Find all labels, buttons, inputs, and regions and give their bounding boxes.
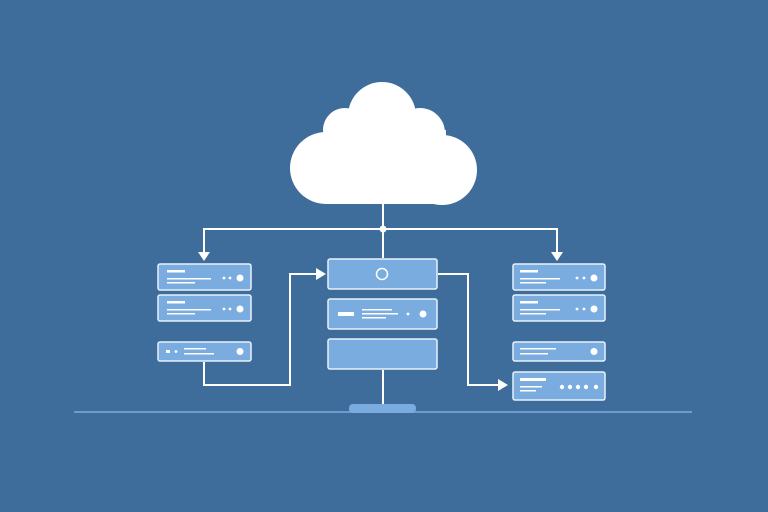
server-unit	[327, 258, 438, 290]
server-unit	[512, 371, 606, 401]
rack-stand	[349, 404, 416, 413]
arrow-head-icon	[316, 268, 326, 280]
power-button-icon	[375, 267, 389, 281]
connector-cloud-left	[203, 228, 383, 254]
connector-cloud-right	[383, 228, 558, 254]
arrow-head-icon	[498, 379, 508, 391]
server-rack-left	[157, 263, 252, 362]
junction-dot	[379, 225, 387, 233]
status-led	[590, 348, 598, 355]
arrow-head-icon	[198, 252, 210, 261]
status-led	[419, 310, 427, 318]
status-led	[236, 348, 244, 355]
server-unit	[327, 298, 438, 330]
connector-left-center	[203, 273, 318, 386]
arrow-head-icon	[551, 252, 563, 261]
connector-center-right	[438, 273, 500, 386]
server-unit	[157, 263, 252, 291]
status-led	[236, 305, 244, 313]
status-led	[236, 274, 244, 282]
server-unit	[512, 341, 606, 362]
server-unit	[157, 341, 252, 362]
cloud-icon	[290, 82, 477, 205]
server-unit	[512, 294, 606, 322]
server-rack-right	[512, 263, 606, 401]
status-led	[590, 274, 598, 282]
server-unit	[327, 338, 438, 370]
server-rack-center	[327, 258, 438, 370]
arrow-heads	[198, 252, 563, 391]
connectors	[203, 204, 558, 405]
server-unit	[512, 263, 606, 291]
status-led	[590, 305, 598, 313]
server-unit	[157, 294, 252, 322]
